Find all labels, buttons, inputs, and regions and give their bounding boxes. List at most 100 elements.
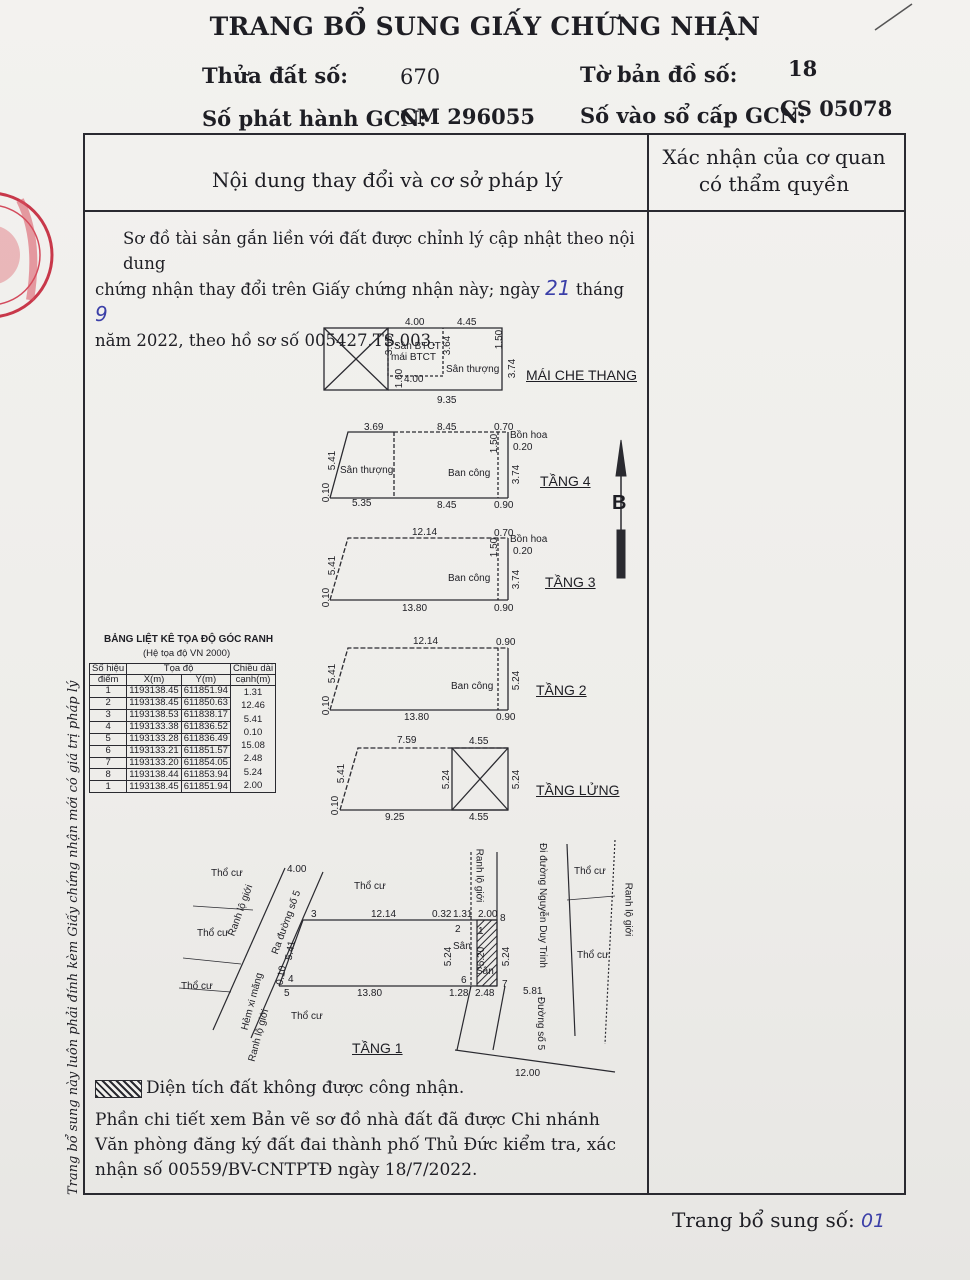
- handwritten-month: 9: [95, 302, 108, 326]
- f1-dim-248: 2.48: [475, 988, 495, 999]
- register-value: CS 05078: [780, 96, 893, 121]
- mezz-dim-left-low: 0.10: [330, 795, 342, 816]
- coord-head-length: Chiều dài: [229, 663, 277, 675]
- f4-dim-bottom-right: 8.45: [437, 500, 457, 511]
- f2-dim-left-low: 0.10: [321, 695, 333, 716]
- content-table: [83, 133, 906, 1195]
- roof-tag-mai-btct: mái BTCT: [391, 352, 436, 363]
- f4-tag-san-thuong: Sân thượng: [340, 465, 394, 476]
- mezz-dim-bottom-left: 9.25: [385, 812, 405, 823]
- vertical-note: Trang bổ sung này luôn phải đính kèm Giấ…: [66, 680, 81, 1195]
- column-header-content: Nội dung thay đổi và cơ sở pháp lý: [212, 168, 563, 192]
- cell: 611836.49: [180, 732, 231, 746]
- f1-tag-ranh-3: Ranh lộ giới: [473, 848, 485, 903]
- coord-sub-len: cạnh(m): [229, 674, 277, 686]
- gcn-label: Số phát hành GCN:: [202, 106, 427, 131]
- cell: 1193138.44: [126, 768, 182, 782]
- cell: 611851.57: [180, 744, 231, 758]
- f4-dim-left: 5.41: [327, 450, 339, 471]
- page-title: TRANG BỔ SUNG GIẤY CHỨNG NHẬN: [209, 12, 761, 41]
- map-value: 18: [788, 56, 818, 81]
- f3-dim-top: 12.14: [412, 527, 438, 538]
- f1-point-4: 4: [288, 974, 294, 985]
- roof-dim-inner: 4.00: [404, 374, 424, 385]
- description-line-2: chứng nhận thay đổi trên Giấy chứng nhận…: [95, 276, 635, 328]
- length: 12.46: [241, 700, 265, 712]
- f1-tag-tho-cu-7: Thổ cư: [577, 950, 609, 961]
- floor-3-plan: [329, 537, 509, 601]
- f4-dim-top-left: 3.69: [364, 422, 384, 433]
- f1-tag-san-1: Sân: [453, 941, 471, 952]
- cell: 8: [88, 768, 128, 782]
- f2-dim-bottom-edge: 0.90: [496, 712, 516, 723]
- roof-dim-mid: 3.64: [442, 335, 454, 356]
- f1-point-7: 7: [502, 979, 508, 990]
- f2-dim-top: 12.14: [413, 636, 439, 647]
- cell: 1193133.20: [126, 756, 182, 770]
- f1-tag-tho-cu-5: Thổ cư: [291, 1011, 323, 1022]
- f3-dim-top-edge: 0.70: [494, 528, 514, 539]
- pen-mark: [874, 3, 913, 31]
- f1-dim-032: 0.32: [432, 909, 452, 920]
- mezz-dim-top-right: 4.55: [469, 736, 489, 747]
- roof-dim-right-top: 1.50: [494, 329, 506, 350]
- coord-table-subtitle: (Hệ tọa độ VN 2000): [143, 648, 231, 659]
- f1-tag-nguyen-duy-trinh: Đi đường Nguyễn Duy Trinh: [536, 843, 548, 968]
- cell: 1193133.28: [126, 732, 182, 746]
- cell: 2: [88, 696, 128, 710]
- length: 2.00: [243, 780, 263, 792]
- f3-dim-left: 5.41: [327, 555, 339, 576]
- f3-dim-bottom: 13.80: [402, 603, 428, 614]
- floor-4-label: TẦNG 4: [540, 473, 591, 489]
- cell: 5: [88, 732, 128, 746]
- f3-dim-right: 3.74: [511, 569, 523, 590]
- cell: 7: [88, 756, 128, 770]
- length: 2.48: [243, 753, 263, 765]
- f1-point-1: 1: [478, 926, 484, 937]
- f1-tag-ranh-4: Ranh lộ giới: [622, 882, 634, 937]
- cell: 1: [88, 780, 128, 794]
- floor-4-plan: [329, 431, 509, 499]
- coord-head-point: Số hiệu: [88, 663, 128, 675]
- floor-2-label: TẦNG 2: [536, 682, 587, 698]
- cell: 1193133.38: [126, 720, 182, 734]
- roof-dim-right: 3.74: [507, 358, 519, 379]
- footer-page-number: Trang bổ sung số: 01: [672, 1208, 885, 1232]
- f1-dim-524-b: 5.24: [501, 946, 513, 967]
- north-letter: B: [612, 492, 627, 514]
- roof-tag-san-btct: Sàn BTCT: [394, 341, 441, 352]
- f4-dim-top-edge: 0.70: [494, 422, 514, 433]
- f1-point-2: 2: [455, 924, 461, 935]
- register-label: Số vào sổ cấp GCN:: [580, 103, 806, 128]
- f4-dim-top-right: 8.45: [437, 422, 457, 433]
- roof-label: MÁI CHE THANG: [526, 367, 637, 383]
- length: 1.31: [243, 687, 263, 698]
- cell: 6: [88, 744, 128, 758]
- f1-point-8: 8: [500, 913, 506, 924]
- cell: 611851.94: [180, 780, 231, 794]
- table-divider-vertical: [647, 135, 649, 1193]
- coord-sub-y: Y(m): [180, 674, 231, 686]
- floor-3-label: TẦNG 3: [545, 574, 596, 590]
- f1-point-3: 3: [311, 909, 317, 920]
- f3-dim-bottom-edge: 0.90: [494, 603, 514, 614]
- cell: 1193138.45: [126, 780, 182, 794]
- mezz-dim-right: 5.24: [511, 769, 523, 790]
- roof-dim-top-left: 4.00: [405, 317, 425, 328]
- f2-dim-right: 5.24: [511, 670, 523, 691]
- f4-dim-left-low: 0.10: [321, 482, 333, 503]
- mezz-dim-top-left: 7.59: [397, 735, 417, 746]
- f3-tag-bon-hoa: Bồn hoa: [510, 534, 548, 545]
- mezzanine-plan: [339, 747, 509, 811]
- gcn-value: CM 296055: [400, 104, 535, 129]
- map-label: Tờ bản đồ số:: [580, 62, 738, 87]
- floor-2-plan: [329, 647, 509, 711]
- f1-dim-581: 5.81: [523, 986, 543, 997]
- cell: 611836.52: [180, 720, 231, 734]
- parcel-label: Thửa đất số:: [202, 63, 348, 88]
- roof-tag-san-thuong: Sân thượng: [446, 364, 500, 375]
